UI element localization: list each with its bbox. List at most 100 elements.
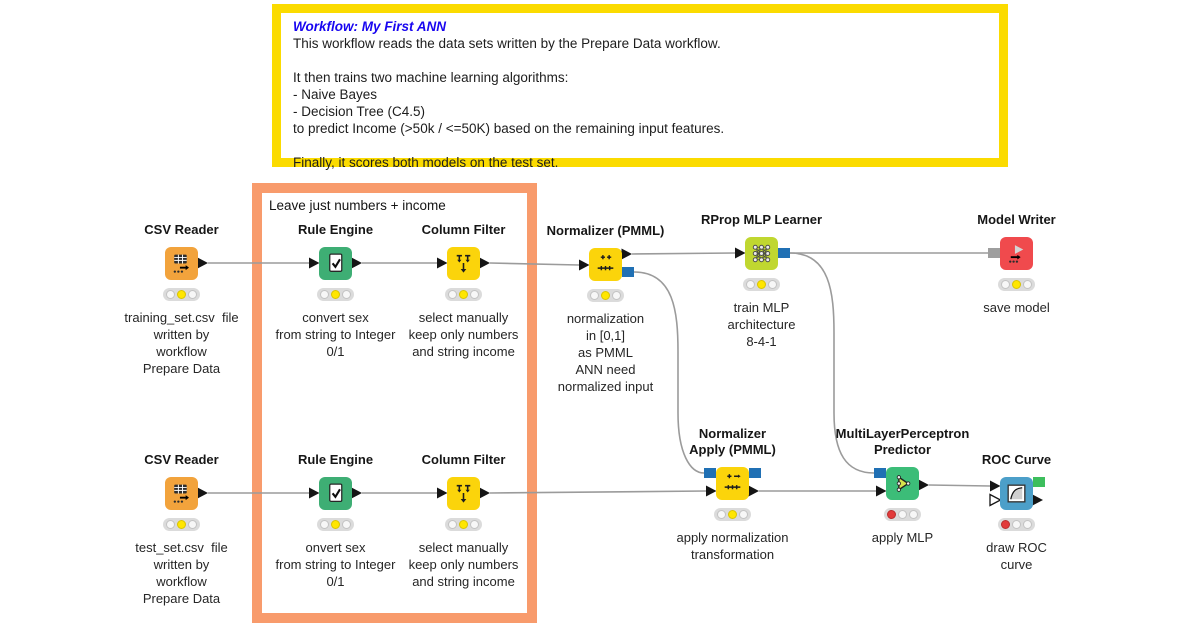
data-port[interactable] (479, 487, 491, 499)
data-port[interactable] (309, 257, 320, 269)
annotation-text-line: - Decision Tree (C4.5) (293, 104, 426, 119)
data-port[interactable] (876, 485, 887, 497)
traffic-light (317, 288, 354, 301)
rule-engine-icon (329, 483, 343, 502)
node-colf1[interactable] (447, 247, 480, 280)
data-port[interactable] (479, 257, 491, 269)
pmml-port[interactable] (749, 468, 761, 478)
status-bulb (342, 290, 351, 299)
traffic-light (743, 278, 780, 291)
traffic-light (714, 508, 751, 521)
connection-wire[interactable] (489, 490, 707, 494)
node-norm[interactable] (589, 248, 622, 281)
status-bulb (739, 510, 748, 519)
annotation-text-line: - Naive Bayes (293, 87, 378, 102)
status-bulb (320, 520, 329, 529)
data-port[interactable] (351, 487, 363, 499)
traffic-light (163, 288, 200, 301)
node-learner[interactable] (745, 237, 778, 270)
traffic-light (317, 518, 354, 531)
node-napply[interactable] (716, 467, 749, 500)
image-port[interactable] (1033, 477, 1045, 487)
annotation-filter-title: Leave just numbers + income (269, 198, 446, 213)
pmml-port[interactable] (622, 267, 634, 277)
status-bulb (1001, 520, 1010, 529)
annotation-filter-note[interactable]: Leave just numbers + income (252, 183, 537, 623)
node-writer[interactable] (1000, 237, 1033, 270)
data-port[interactable] (990, 480, 1001, 492)
data-port[interactable] (351, 257, 363, 269)
status-bulb (590, 291, 599, 300)
model-writer-icon (1009, 245, 1024, 263)
data-port[interactable] (1032, 494, 1044, 506)
connection-wire[interactable] (789, 252, 875, 474)
node-title: Column Filter (421, 452, 506, 467)
status-bulb (188, 290, 197, 299)
status-bulb (728, 510, 737, 519)
data-port[interactable] (309, 487, 320, 499)
traffic-light (445, 288, 482, 301)
status-bulb (887, 510, 896, 519)
data-port[interactable] (197, 257, 209, 269)
node-title: Rule Engine (297, 222, 374, 237)
data-port[interactable] (579, 259, 590, 271)
status-bulb (612, 291, 621, 300)
pmml-port[interactable] (874, 468, 886, 478)
pmml-port[interactable] (704, 468, 716, 478)
status-bulb (331, 290, 340, 299)
status-bulb (342, 520, 351, 529)
status-bulb (320, 290, 329, 299)
connection-wire[interactable] (633, 271, 705, 474)
csv-reader-icon (173, 484, 189, 503)
status-bulb (459, 290, 468, 299)
csv-reader-icon (173, 254, 189, 273)
model-port[interactable] (988, 248, 1000, 258)
roc-curve-icon (1007, 484, 1026, 503)
node-rule2[interactable] (319, 477, 352, 510)
node-rule1[interactable] (319, 247, 352, 280)
node-csv1[interactable] (165, 247, 198, 280)
column-filter-icon (456, 484, 471, 503)
node-csv2[interactable] (165, 477, 198, 510)
node-roc[interactable] (1000, 477, 1033, 510)
node-title: RProp MLP Learner (700, 212, 823, 227)
data-port[interactable] (918, 479, 930, 491)
status-bulb (448, 520, 457, 529)
node-mlp[interactable] (886, 467, 919, 500)
status-bulb (459, 520, 468, 529)
data-port[interactable] (621, 248, 633, 260)
status-bulb (746, 280, 755, 289)
connection-wire[interactable] (928, 484, 991, 487)
pmml-port[interactable] (778, 248, 790, 258)
node-label: apply MLP (871, 530, 934, 545)
data-port[interactable] (197, 487, 209, 499)
data-port[interactable] (437, 257, 448, 269)
data-port[interactable] (706, 485, 717, 497)
annotation-workflow-note[interactable]: Workflow: My First ANN This workflow rea… (272, 4, 1008, 170)
data-port[interactable] (748, 485, 760, 497)
mlp-network-icon (752, 244, 771, 263)
status-bulb (757, 280, 766, 289)
data-port[interactable] (735, 247, 746, 259)
node-title: ROC Curve (981, 452, 1052, 467)
data-port[interactable] (437, 487, 448, 499)
status-bulb (768, 280, 777, 289)
traffic-light (998, 518, 1035, 531)
traffic-light (884, 508, 921, 521)
connection-wire[interactable] (489, 262, 580, 266)
traffic-light (163, 518, 200, 531)
traffic-light (998, 278, 1035, 291)
traffic-light (445, 518, 482, 531)
node-colf2[interactable] (447, 477, 480, 510)
optional-data-port[interactable] (989, 493, 1002, 507)
annotation-text-line: Finally, it scores both models on the te… (293, 155, 559, 170)
connection-wire[interactable] (631, 252, 736, 255)
